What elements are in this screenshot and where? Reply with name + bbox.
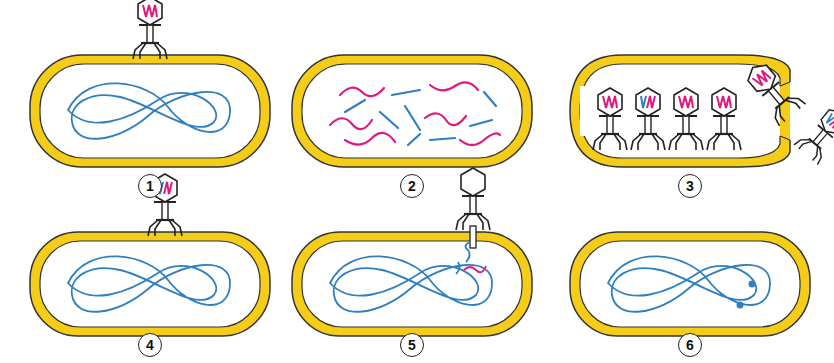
callout-number: 6 (686, 338, 694, 352)
step-number-circle: 2 (400, 174, 424, 198)
callout-number: 5 (408, 338, 416, 352)
callout-number: 1 (146, 179, 154, 193)
step-number-circle: 5 (400, 333, 424, 357)
step-number-circle: 4 (138, 333, 162, 357)
callout-number: 3 (686, 179, 694, 193)
step-number-circle: 6 (678, 333, 702, 357)
callout-number: 4 (146, 338, 154, 352)
callout-number: 2 (408, 179, 416, 193)
step-number-circle: 3 (678, 174, 702, 198)
step-number-circle: 1 (138, 174, 162, 198)
